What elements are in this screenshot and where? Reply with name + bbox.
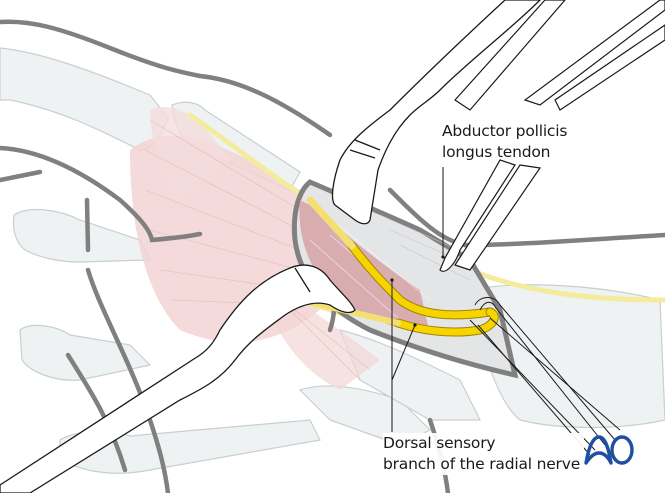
retractor-top	[331, 0, 541, 225]
dorsal-sensory-branch-nerve	[297, 196, 499, 337]
retractor-upper-right	[439, 0, 665, 272]
label-line: branch of the radial nerve	[383, 455, 581, 473]
leader-dots	[390, 255, 445, 327]
retractor-lower-left	[0, 264, 356, 493]
leader-lines	[391, 167, 444, 432]
label-line: Dorsal sensory	[383, 434, 496, 452]
ao-logo-icon	[584, 435, 634, 465]
label-line: Abductor pollicis	[442, 122, 568, 140]
label-line: longus tendon	[442, 143, 551, 161]
label-dorsal-sensory-branch: Dorsal sensory branch of the radial nerv…	[383, 433, 585, 475]
label-abductor-pollicis-longus-tendon: Abductor pollicis longus tendon	[442, 121, 567, 163]
